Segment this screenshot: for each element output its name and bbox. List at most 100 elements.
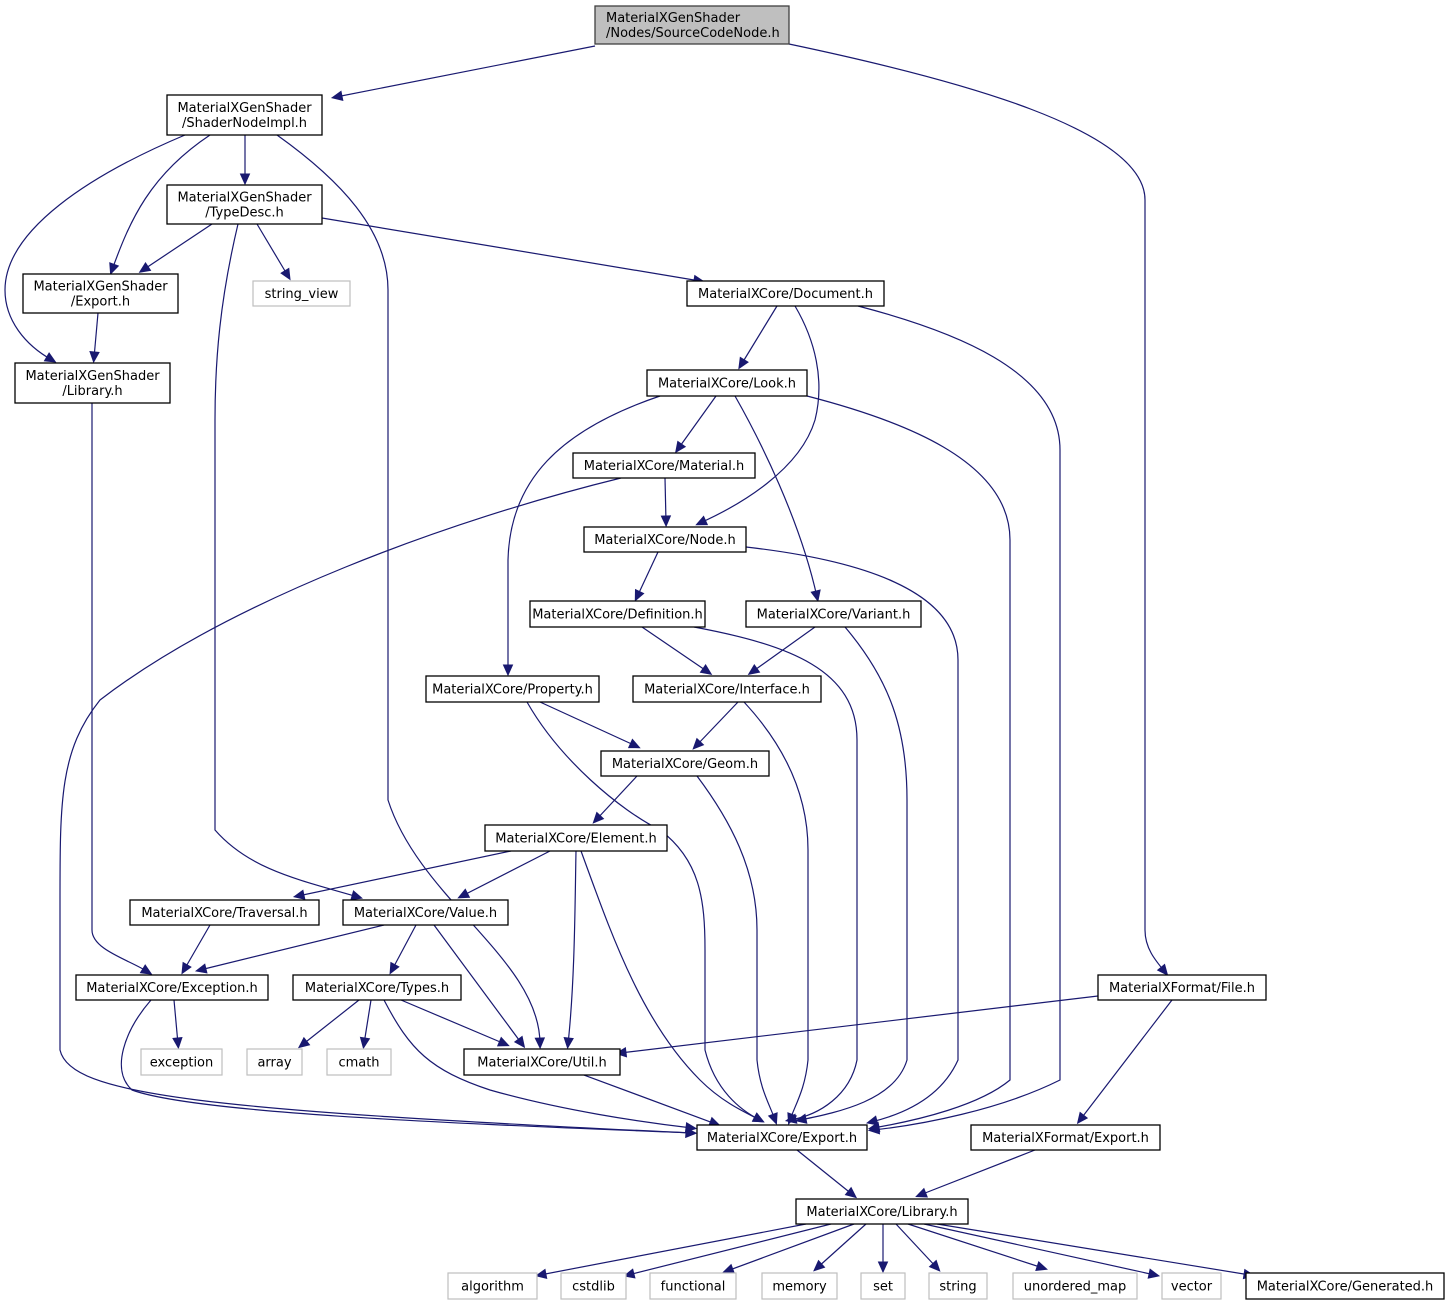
node-label: exception <box>150 1056 214 1071</box>
edge-line <box>1079 999 1173 1121</box>
edge-line <box>400 999 506 1045</box>
arrowhead-icon <box>844 1186 858 1199</box>
node-box <box>632 675 822 703</box>
edge-node-to-definition <box>634 551 659 602</box>
node-genexport[interactable]: MaterialXGenShader/Export.h <box>22 273 179 314</box>
node-box <box>745 600 922 628</box>
node-element[interactable]: MaterialXCore/Element.h <box>484 824 668 852</box>
node-look[interactable]: MaterialXCore/Look.h <box>646 369 808 397</box>
node-exception_h[interactable]: MaterialXCore/Exception.h <box>75 974 269 1001</box>
edge-look-to-coreexport <box>806 395 1011 1133</box>
arrowhead-icon <box>194 963 208 974</box>
edge-document-to-look <box>738 305 778 370</box>
node-genlibrary[interactable]: MaterialXGenShader/Library.h <box>14 362 171 404</box>
node-box <box>860 1272 906 1300</box>
node-property[interactable]: MaterialXCore/Property.h <box>425 675 600 703</box>
node-label: algorithm <box>461 1280 524 1295</box>
node-document[interactable]: MaterialXCore/Document.h <box>686 280 885 307</box>
edge-line <box>936 1223 1251 1276</box>
edge-line <box>796 1149 854 1196</box>
node-label: MaterialXFormat/File.h <box>1109 981 1255 996</box>
edge-line <box>895 1223 938 1269</box>
node-util[interactable]: MaterialXCore/Util.h <box>463 1048 621 1076</box>
node-box <box>425 675 600 703</box>
arrowhead-icon <box>592 811 605 824</box>
edge-typedesc-to-document <box>321 217 706 286</box>
arrowhead-icon <box>109 262 120 275</box>
edge-variant-to-interface <box>747 626 816 676</box>
edge-typedesc-to-value <box>214 223 363 901</box>
edge-corelibrary-to-algorithm <box>534 1223 807 1279</box>
node-label: MaterialXCore/Value.h <box>354 906 497 921</box>
arrowhead-icon <box>359 1036 371 1050</box>
edge-types-to-array <box>297 999 360 1049</box>
edge-types-to-util <box>400 999 510 1047</box>
node-material[interactable]: MaterialXCore/Material.h <box>572 452 756 479</box>
edge-line <box>919 1149 1036 1196</box>
edge-formatexport-to-corelibrary <box>915 1149 1036 1198</box>
node-box <box>594 5 790 45</box>
arrowhead-icon <box>738 356 749 370</box>
node-root[interactable]: MaterialXGenShader/Nodes/SourceCodeNode.… <box>594 5 790 45</box>
arrowhead-icon <box>138 261 152 273</box>
arrowhead-icon <box>239 173 251 186</box>
arrowhead-icon <box>330 90 344 101</box>
node-geom[interactable]: MaterialXCore/Geom.h <box>600 750 770 777</box>
arrowhead-icon <box>813 1259 826 1272</box>
node-label: MaterialXCore/Library.h <box>806 1205 957 1220</box>
edge-look-to-property <box>502 395 661 677</box>
edge-corelibrary-to-functional <box>722 1223 855 1274</box>
edge-line <box>806 395 1011 1129</box>
node-value[interactable]: MaterialXCore/Value.h <box>342 899 509 926</box>
edge-line <box>173 999 179 1045</box>
node-label: string_view <box>265 287 339 302</box>
node-generated[interactable]: MaterialXCore/Generated.h <box>1245 1272 1445 1300</box>
edge-line <box>693 626 858 1121</box>
node-types[interactable]: MaterialXCore/Types.h <box>292 974 462 1001</box>
node-box <box>649 1272 737 1300</box>
edge-line <box>4 134 186 361</box>
edge-line <box>743 701 809 1121</box>
node-interface[interactable]: MaterialXCore/Interface.h <box>632 675 822 703</box>
node-coreexport[interactable]: MaterialXCore/Export.h <box>696 1124 868 1151</box>
node-label: MaterialXCore/Generated.h <box>1257 1280 1434 1295</box>
node-cmath: cmath <box>326 1048 392 1076</box>
node-label: MaterialXCore/Util.h <box>477 1056 606 1071</box>
node-box <box>600 750 770 777</box>
node-string_view: string_view <box>252 280 351 307</box>
node-label: MaterialXCore/Property.h <box>432 683 593 698</box>
node-formatexport[interactable]: MaterialXFormat/Export.h <box>970 1124 1161 1151</box>
arrowhead-icon <box>1147 1268 1161 1279</box>
node-typedesc[interactable]: MaterialXGenShader/TypeDesc.h <box>166 184 323 225</box>
node-label: MaterialXGenShader <box>177 191 312 206</box>
edge-types-to-cmath <box>359 999 372 1050</box>
node-label: MaterialXCore/Document.h <box>698 287 873 302</box>
edge-util-to-coreexport <box>583 1074 721 1127</box>
node-label: MaterialXCore/Export.h <box>707 1131 857 1146</box>
node-label: MaterialXGenShader <box>606 11 741 26</box>
edge-line <box>696 775 776 1121</box>
node-shadernodeimpl[interactable]: MaterialXGenShader/ShaderNodeImpl.h <box>166 94 323 136</box>
edge-line <box>391 924 417 971</box>
arrowhead-icon <box>292 889 306 900</box>
arrowhead-icon <box>622 1268 636 1279</box>
node-box <box>795 1198 969 1225</box>
edge-traversal-to-exception_h <box>181 924 211 975</box>
edge-line <box>539 701 637 747</box>
edge-line <box>507 395 661 671</box>
node-traversal[interactable]: MaterialXCore/Traversal.h <box>129 899 320 926</box>
edge-root-to-shadernodeimpl <box>330 45 596 101</box>
arrowhead-icon <box>43 352 57 363</box>
arrowhead-icon <box>810 589 821 603</box>
edge-look-to-variant <box>734 395 821 603</box>
node-label: MaterialXGenShader <box>33 280 168 295</box>
node-node[interactable]: MaterialXCore/Node.h <box>583 526 747 553</box>
edge-shadernodeimpl-to-typedesc <box>239 135 251 186</box>
edge-corelibrary-to-unordered_map <box>907 1223 1048 1271</box>
node-fileh[interactable]: MaterialXFormat/File.h <box>1097 974 1267 1001</box>
node-variant[interactable]: MaterialXCore/Variant.h <box>745 600 922 628</box>
node-corelibrary[interactable]: MaterialXCore/Library.h <box>795 1198 969 1225</box>
arrowhead-icon <box>534 1037 546 1050</box>
edge-line <box>726 1223 855 1272</box>
node-definition[interactable]: MaterialXCore/Definition.h <box>529 600 706 628</box>
